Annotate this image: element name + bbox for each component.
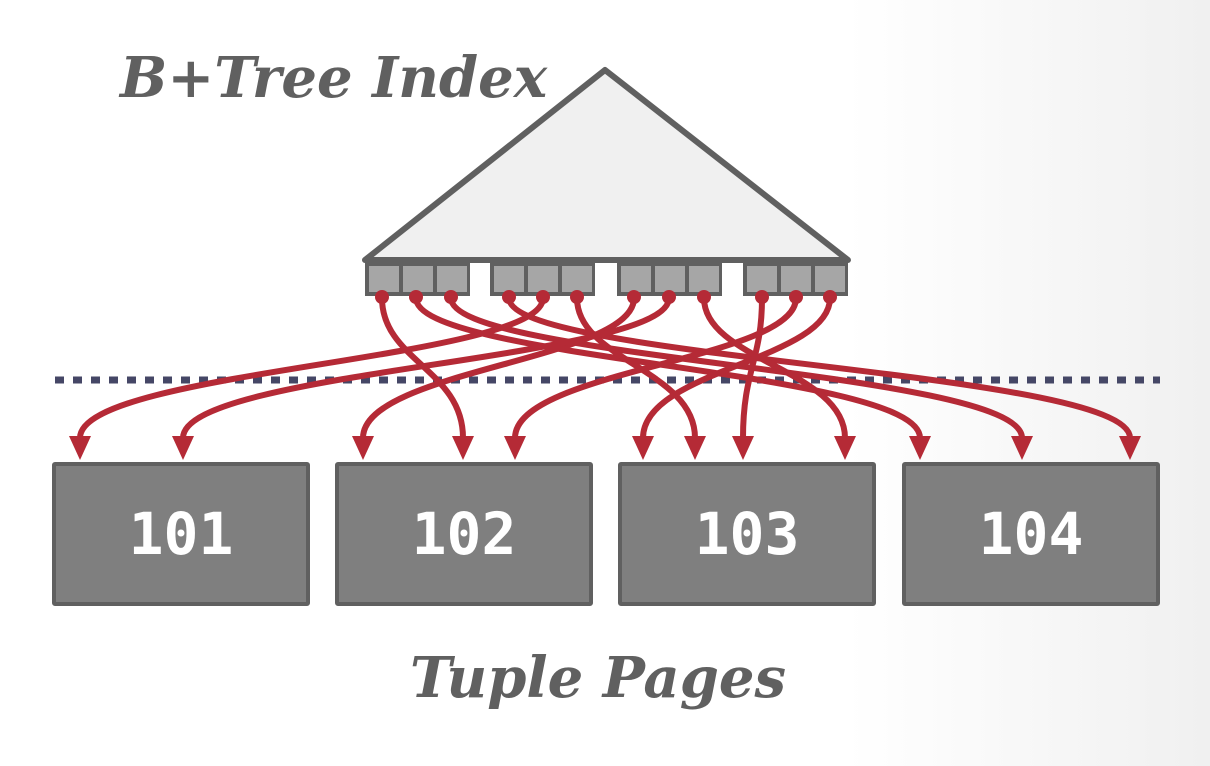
pointer-dot [444,290,458,304]
pointer-arrow [574,297,698,439]
pointer-arrow [740,297,765,439]
pointer-arrow [180,297,672,439]
pointer-dot [697,290,711,304]
leaf-slot [747,266,777,292]
pointer-arrow [640,297,833,439]
leaf-slot [689,266,719,292]
pointer-dot [536,290,550,304]
arrowhead [69,436,91,460]
pointer-arrow [413,297,923,439]
index-title: B+Tree Index [120,45,548,111]
leaf-slot [494,266,524,292]
pointer-dot [627,290,641,304]
leaf-slot [621,266,651,292]
leaf-slot [562,266,592,292]
arrowhead [909,436,931,460]
leaf-slot [528,266,558,292]
pointer-dot [823,290,837,304]
page-102: 102 [335,462,593,606]
leaf-slot [403,266,433,292]
pointer-arrow [77,297,546,439]
arrowhead [1119,436,1141,460]
pointer-dot [409,290,423,304]
tuple-pages-caption: Tuple Pages [410,645,787,711]
leaf-slot [781,266,811,292]
leaf-slot [369,266,399,292]
leaf-slot [655,266,685,292]
arrowhead [632,436,654,460]
page-104: 104 [902,462,1160,606]
leaf-slot [815,266,845,292]
arrowhead [732,436,754,460]
arrowhead [504,436,526,460]
arrowhead [352,436,374,460]
arrowhead [172,436,194,460]
pointer-arrow [701,297,848,439]
leaf-slot [437,266,467,292]
arrowhead [1011,436,1033,460]
pointer-arrow [360,297,637,439]
pointer-dot [375,290,389,304]
pointer-dot [502,290,516,304]
pointer-dot [755,290,769,304]
pointer-dot [789,290,803,304]
pointer-arrow [506,297,1133,439]
pointer-dot [570,290,584,304]
pointer-arrow [512,297,799,439]
page-103: 103 [618,462,876,606]
page-101: 101 [52,462,310,606]
arrowhead [684,436,706,460]
pointer-dot [662,290,676,304]
arrowhead [452,436,474,460]
btree-triangle [362,67,851,263]
arrowhead [834,436,856,460]
